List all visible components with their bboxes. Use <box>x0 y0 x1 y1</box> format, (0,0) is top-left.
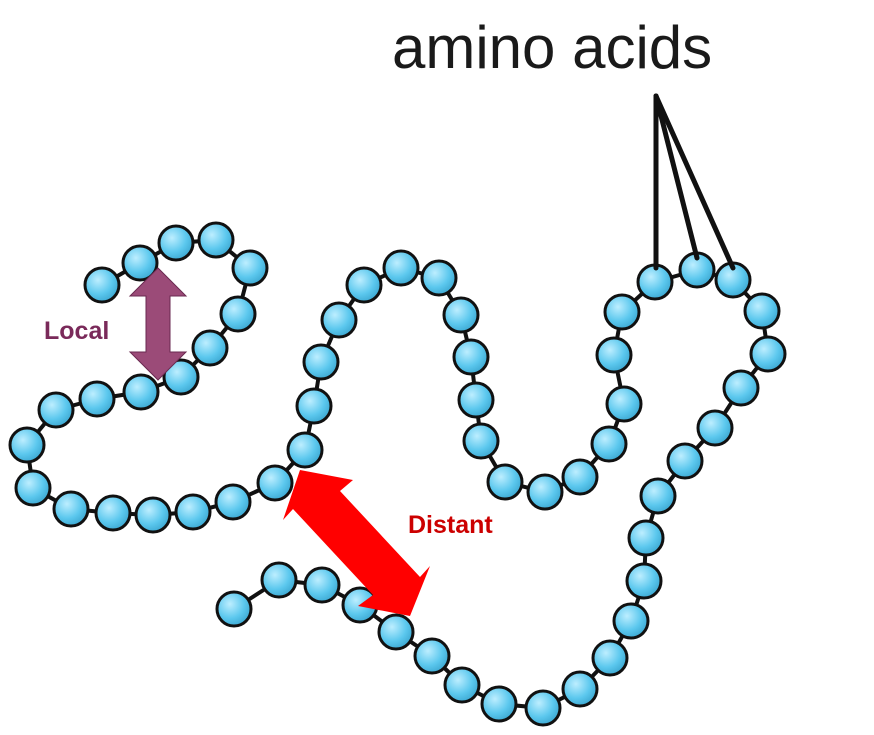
amino-acid-bead <box>561 670 599 708</box>
amino-acid-bead <box>612 602 650 640</box>
amino-acid-bead <box>722 369 760 407</box>
amino-acid-bead <box>666 442 704 480</box>
amino-acid-bead <box>286 431 324 469</box>
amino-acid-bead <box>462 422 500 460</box>
amino-acid-bead <box>345 266 383 304</box>
amino-acid-bead <box>256 464 294 502</box>
amino-acid-bead <box>526 473 564 511</box>
amino-acid-bead <box>696 409 734 447</box>
amino-acid-bead <box>219 295 257 333</box>
amino-acid-bead <box>260 561 298 599</box>
amino-acid-bead <box>524 689 562 727</box>
amino-acid-bead <box>78 380 116 418</box>
amino-acid-bead <box>590 425 628 463</box>
amino-acid-bead <box>605 385 643 423</box>
amino-acid-bead <box>457 381 495 419</box>
amino-acid-bead <box>603 293 641 331</box>
amino-acid-bead <box>420 259 458 297</box>
amino-acid-bead <box>134 496 172 534</box>
amino-acid-bead <box>295 387 333 425</box>
distant-double-arrow <box>283 470 430 616</box>
amino-acid-bead <box>480 685 518 723</box>
distant-label: Distant <box>408 511 493 539</box>
amino-acid-bead <box>8 426 46 464</box>
amino-acid-bead <box>157 224 195 262</box>
amino-acid-bead <box>14 469 52 507</box>
amino-acid-bead <box>302 343 340 381</box>
amino-acid-bead <box>320 301 358 339</box>
amino-acid-bead <box>377 613 415 651</box>
amino-acid-bead <box>215 590 253 628</box>
amino-acid-bead <box>452 338 490 376</box>
amino-acid-bead <box>595 336 633 374</box>
local-double-arrow <box>128 267 188 381</box>
amino-acid-bead <box>382 249 420 287</box>
amino-acid-bead <box>743 292 781 330</box>
amino-acids-title: amino acids <box>392 14 712 81</box>
amino-acid-bead <box>231 249 269 287</box>
amino-acid-bead <box>625 562 663 600</box>
amino-acid-bead <box>174 493 212 531</box>
amino-acid-chain <box>8 221 787 727</box>
amino-acid-bead <box>591 639 629 677</box>
amino-acid-bead <box>413 637 451 675</box>
pointer-line <box>653 93 700 261</box>
amino-acid-bead <box>639 477 677 515</box>
amino-acid-bead <box>121 244 159 282</box>
local-arrow <box>128 267 188 381</box>
amino-acid-bead <box>561 458 599 496</box>
amino-acid-bead <box>37 391 75 429</box>
local-label: Local <box>44 317 109 345</box>
amino-acid-bead <box>162 358 200 396</box>
amino-acid-bead <box>197 221 235 259</box>
amino-acid-bead <box>749 335 787 373</box>
pointer-lines <box>653 93 736 271</box>
amino-acid-bead <box>191 329 229 367</box>
amino-acid-bead <box>443 666 481 704</box>
amino-acid-bead <box>627 519 665 557</box>
amino-acid-bead <box>442 296 480 334</box>
pointer-line <box>653 93 736 271</box>
amino-acid-bead <box>122 373 160 411</box>
amino-acid-bead <box>52 490 90 528</box>
amino-acid-bead <box>94 494 132 532</box>
amino-acid-bead <box>303 566 341 604</box>
amino-acid-bead <box>486 463 524 501</box>
amino-acid-bead <box>214 483 252 521</box>
amino-acid-bead <box>83 266 121 304</box>
distant-arrow <box>283 470 430 616</box>
